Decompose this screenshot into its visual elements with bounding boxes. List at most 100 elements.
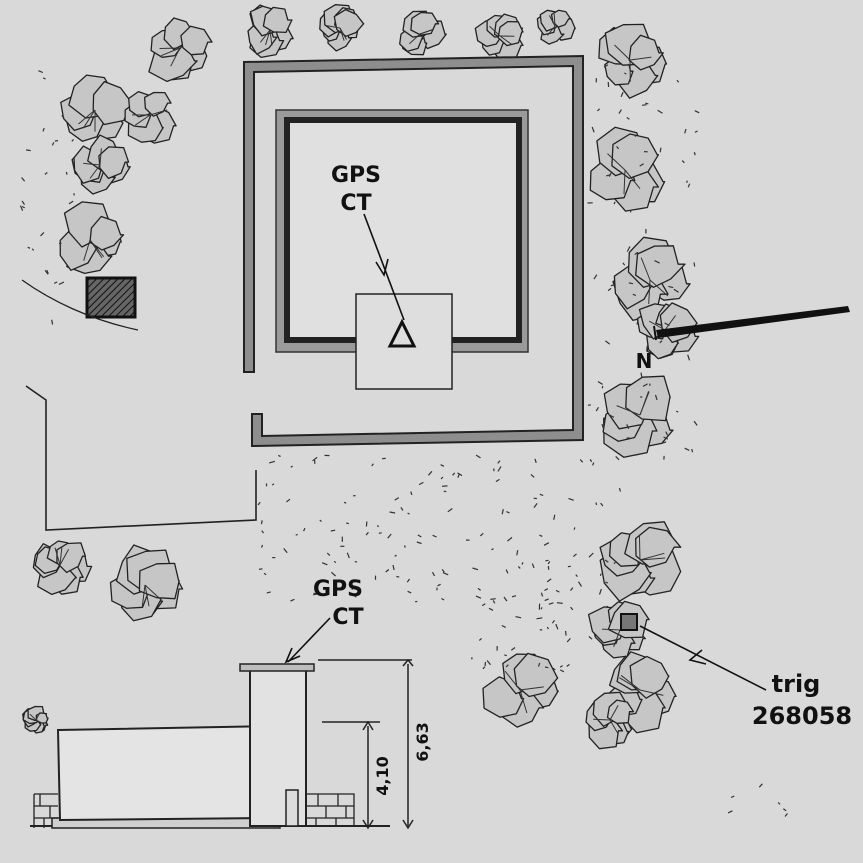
gravel-mark (784, 813, 788, 817)
gravel-mark (604, 559, 609, 563)
gravel-mark (568, 497, 574, 501)
tree-icon (148, 17, 213, 83)
gravel-mark (543, 542, 550, 546)
tree-icon (319, 4, 365, 52)
gravel-mark (668, 285, 674, 289)
gravel-mark (258, 568, 263, 570)
trig-number: 268058 (752, 702, 852, 730)
gravel-mark (592, 462, 595, 466)
gravel-mark (61, 114, 65, 119)
gravel-mark (354, 561, 358, 563)
gravel-mark (457, 472, 463, 477)
trig-label: trig (772, 670, 821, 698)
gravel-mark (663, 436, 669, 440)
gravel-mark (432, 534, 437, 538)
gravel-mark (605, 340, 611, 345)
gravel-mark (536, 617, 543, 620)
gravel-mark (624, 72, 627, 75)
gravel-mark (326, 552, 331, 557)
gravel-mark (407, 590, 412, 594)
outer-wall (243, 54, 584, 448)
gravel-mark (516, 550, 519, 556)
tree-icon (587, 600, 650, 659)
gravel-mark (686, 180, 688, 184)
gravel-mark (263, 572, 267, 576)
gravel-mark (615, 455, 620, 461)
elevation-view (30, 617, 390, 829)
gravel-mark (676, 410, 679, 413)
gravel-mark (694, 130, 698, 133)
gravel-mark (441, 569, 445, 573)
gravel-mark (587, 404, 591, 406)
gravel-mark (595, 406, 600, 412)
gravel-mark (548, 602, 554, 605)
tree-icon (32, 540, 93, 596)
gravel-mark (622, 262, 626, 266)
gravel-mark (546, 626, 549, 630)
gravel-mark (475, 595, 482, 599)
gravel-mark (646, 345, 648, 352)
gravel-mark (447, 508, 453, 513)
gravel-mark (632, 293, 637, 297)
gravel-mark (427, 470, 433, 476)
gravel-mark (21, 200, 26, 206)
gravel-mark (286, 498, 291, 503)
gravel-mark (504, 654, 507, 657)
gravel-mark (553, 514, 556, 520)
gravel-mark (626, 246, 631, 252)
tree-icon (124, 90, 177, 144)
gravel-mark (19, 205, 24, 211)
gravel-mark (634, 134, 637, 137)
gravel-mark (510, 647, 516, 651)
gravel-mark (479, 532, 484, 537)
gravel-mark (664, 322, 670, 327)
gravel-mark (601, 423, 604, 429)
dimension-high-height: 6,63 (413, 722, 432, 761)
gravel-mark (437, 583, 441, 587)
gravel-mark (539, 534, 543, 537)
gravel-mark (441, 597, 445, 601)
gravel-mark (607, 287, 612, 292)
gravel-mark (640, 372, 643, 377)
gravel-mark (628, 282, 634, 285)
gravel-mark (505, 569, 509, 574)
gps-station-triangle-icon (387, 318, 417, 348)
gravel-mark (727, 810, 733, 814)
gravel-mark (681, 160, 685, 164)
plan-station-label-gps: GPS (331, 163, 381, 188)
gravel-mark (597, 380, 603, 385)
gravel-mark (593, 274, 598, 280)
gravel-mark (608, 172, 612, 177)
gravel-mark (687, 183, 691, 188)
gravel-mark (540, 607, 543, 610)
building-outline (25, 385, 257, 531)
gravel-mark (389, 511, 396, 514)
gravel-mark (42, 127, 45, 132)
gravel-mark (407, 512, 410, 515)
gravel-mark (333, 560, 337, 564)
gravel-mark (577, 581, 583, 587)
gravel-mark (589, 459, 593, 463)
gravel-mark (376, 525, 380, 528)
gravel-mark (505, 664, 509, 668)
brickwork-right (306, 793, 355, 826)
tree-icon (474, 13, 524, 62)
gravel-mark (68, 200, 74, 205)
gravel-mark (416, 541, 422, 545)
gravel-mark (440, 476, 444, 480)
gravel-mark (559, 669, 565, 673)
gravel-mark (440, 464, 445, 467)
gravel-mark (626, 424, 630, 430)
gravel-mark (40, 231, 45, 237)
gravel-mark (544, 598, 549, 602)
gravel-mark (346, 522, 349, 525)
gravel-mark (31, 248, 35, 251)
tree-icon (109, 544, 184, 622)
gravel-mark (654, 394, 658, 401)
gravel-mark (404, 545, 406, 548)
gravel-mark (530, 473, 535, 478)
gravel-mark (277, 454, 281, 457)
gravel-mark (478, 637, 482, 641)
gravel-mark (551, 619, 555, 624)
